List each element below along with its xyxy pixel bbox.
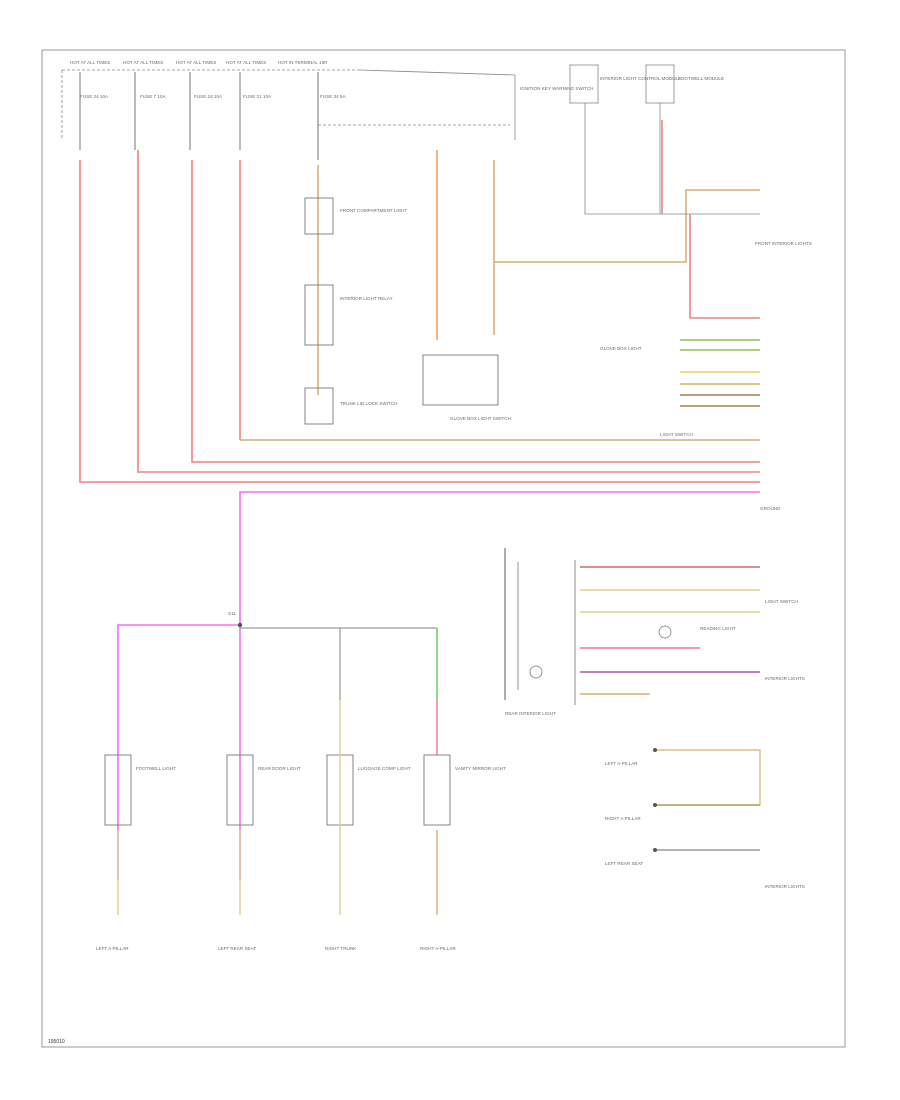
front-comp-label: FRONT COMPARTMENT LIGHT [340, 208, 407, 213]
trunk-lid-label: TRUNK LID LOCK SWITCH [340, 401, 397, 406]
lower-light-4-label: VANITY MIRROR LIGHT [455, 766, 506, 771]
footwell-module-label: FOOTWELL MODULE [678, 76, 724, 81]
red-wire-right [689, 214, 760, 319]
right-wire-bundle [680, 339, 760, 407]
front-interior-label: FRONT INTERIOR LIGHTS [755, 241, 812, 246]
lower-light-2-label: REAR DOOR LIGHT [258, 766, 301, 771]
fuse-3-label: HOT AT ALL TIMES [176, 60, 216, 65]
interior-module-label: INTERIOR LIGHT CONTROL MODULE [600, 76, 681, 81]
ground-1-label: LEFT A-PILLAR [96, 946, 129, 951]
fuse-wires [79, 72, 319, 160]
glove-box-label: GLOVE BOX LIGHT SWITCH [450, 416, 511, 421]
upper-labels: FRONT COMPARTMENT LIGHT INTERIOR LIGHT R… [340, 76, 812, 511]
rear-interior-block: REAR INTERIOR LIGHT LIGHT SWITCH READING… [504, 548, 805, 716]
fuse-labels: HOT AT ALL TIMES HOT AT ALL TIMES HOT AT… [70, 60, 346, 99]
upper-component-boxes [304, 197, 499, 425]
fuse-1-label: HOT AT ALL TIMES [70, 60, 110, 65]
splice-node [237, 622, 243, 628]
tan-wires [240, 160, 760, 441]
glove-light-label: GLOVE BOX LIGHT [600, 346, 642, 351]
lower-right-grounds: LEFT A-PILLAR RIGHT A-PILLAR LEFT REAR S… [605, 748, 805, 889]
fuse-5-label: HOT IN TERMINAL 15R [278, 60, 328, 65]
lower-light-1-label: FOOTWELL LIGHT [136, 766, 176, 771]
lower-light-3-label: LUGGAGE COMP LIGHT [358, 766, 411, 771]
pink-wires [117, 491, 760, 880]
ground-label: GROUND [760, 506, 781, 511]
fuse-2-rating: FUSE 7 10A [140, 94, 166, 99]
splice-label: S11 [228, 611, 236, 616]
fuse-3-rating: FUSE 18 10A [194, 94, 223, 99]
ground-point-3: LEFT REAR SEAT [605, 861, 643, 866]
ground-point-1: LEFT A-PILLAR [605, 761, 638, 766]
ground-4-label: RIGHT A-PILLAR [420, 946, 456, 951]
ignition-label: IGNITION KEY WARNING SWITCH [520, 86, 594, 91]
right-label-3: INTERIOR LIGHTS [765, 676, 805, 681]
rear-interior-label: REAR INTERIOR LIGHT [505, 711, 556, 716]
light-switch-label: LIGHT SWITCH [660, 432, 693, 437]
ground-2-label: LEFT REAR SEAT [218, 946, 256, 951]
fuse-1-rating: FUSE 24 10A [80, 94, 109, 99]
lower-light-labels: FOOTWELL LIGHT REAR DOOR LIGHT LUGGAGE C… [96, 766, 506, 951]
fuse-5-rating: FUSE 34 5A [320, 94, 346, 99]
note-label: INTERIOR LIGHTS [765, 884, 805, 889]
red-power-wires [79, 150, 760, 483]
fuse-4-label: HOT AT ALL TIMES [226, 60, 266, 65]
right-label-1: LIGHT SWITCH [765, 599, 798, 604]
diagram-id: 195010 [48, 1039, 65, 1045]
dashed-control-line [318, 64, 760, 215]
lower-gray-wires [240, 627, 437, 700]
interior-relay-label: INTERIOR LIGHT RELAY [340, 296, 393, 301]
ground-3-label: RIGHT TRUNK [325, 946, 357, 951]
fuse-4-rating: FUSE 21 10A [243, 94, 272, 99]
fuse-box-outline [61, 69, 516, 140]
diagram-frame [41, 49, 846, 1048]
ground-point-2: RIGHT A-PILLAR [605, 816, 641, 821]
right-label-2: READING LIGHT [700, 626, 736, 631]
fuse-2-label: HOT AT ALL TIMES [123, 60, 163, 65]
lower-ground-wires [117, 700, 438, 915]
